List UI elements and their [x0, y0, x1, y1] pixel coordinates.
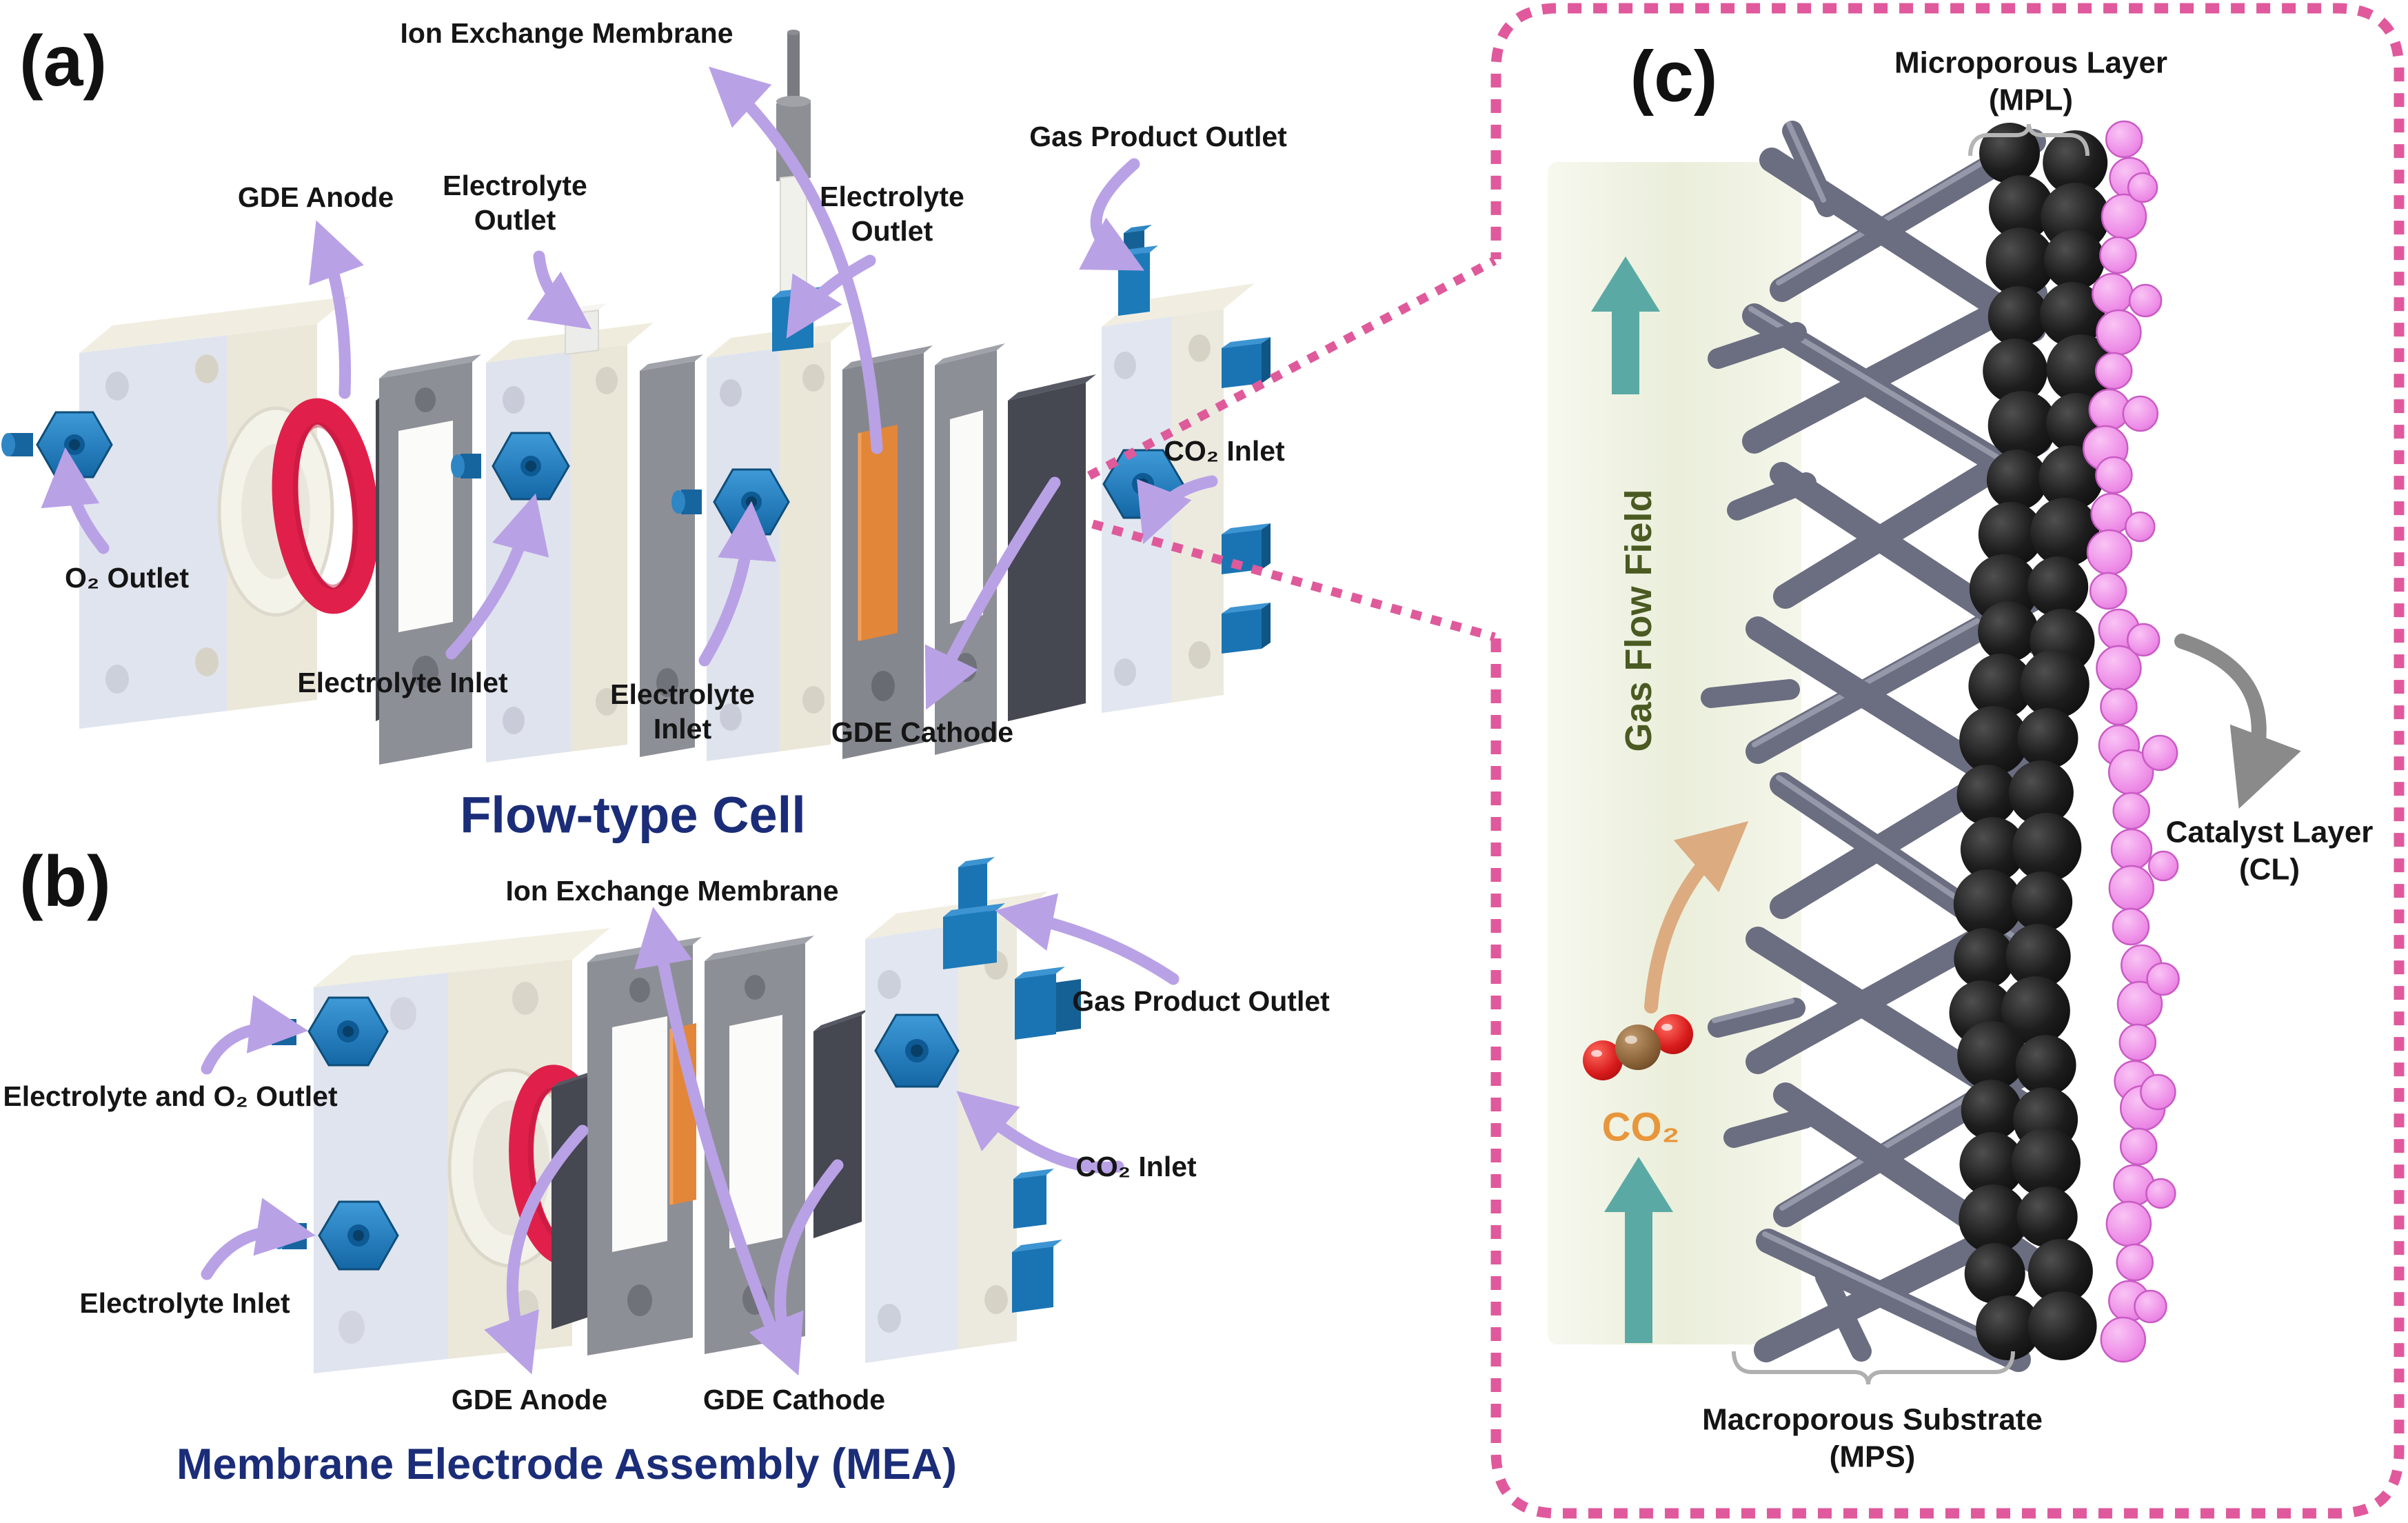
- arrow-electrolyte-o2-outlet-b: [201, 995, 309, 1075]
- arrow-o2-outlet-a: [41, 447, 110, 554]
- panel-c-dashed-border: [1490, 3, 2405, 1519]
- co2-flow-arrow: [1644, 821, 1749, 1013]
- arrow-gde-anode-a: [309, 220, 364, 399]
- gasket-1-a: [379, 354, 481, 765]
- end-plate-right-a: [1102, 225, 1271, 713]
- gde-cathode-plate-a: [1008, 374, 1096, 721]
- arrow-gde-cathode-a: [924, 476, 1061, 710]
- panel-b-tag: (b): [19, 842, 111, 922]
- arrow-gas-product-outlet-a: [1079, 158, 1145, 271]
- label-electrolyte-outlet-right-a: Electrolyte Outlet: [820, 179, 964, 248]
- gas-product-outlet-port-b: [943, 857, 1005, 969]
- label-line: Catalyst Layer: [2165, 815, 2374, 849]
- microporous-layer-spheres: [1949, 123, 2116, 1360]
- gas-flow-arrow-bottom: [1604, 1157, 1673, 1343]
- arrow-gde-cathode-b: [749, 1159, 844, 1376]
- label-gde-anode-a: GDE Anode: [237, 181, 394, 213]
- red-o-ring: [272, 398, 379, 614]
- co2-inlet-fitting-b: [874, 1013, 960, 1088]
- arrow-electrolyte-inlet-b: [201, 1198, 316, 1280]
- mps-brace: [1732, 1351, 2015, 1385]
- zoom-wedge-lines: [1086, 256, 1497, 642]
- arrow-co2-inlet-a: [1137, 475, 1218, 545]
- arrow-electrolyte-outlet-right-a: [786, 254, 876, 339]
- electrolyte-plate-1-a: [451, 303, 654, 763]
- label-gas-product-outlet-a: Gas Product Outlet: [1029, 120, 1287, 152]
- gasket-2-b: [705, 936, 814, 1354]
- label-gde-anode-b: GDE Anode: [451, 1383, 608, 1415]
- arrow-ion-membrane-b: [634, 907, 784, 1351]
- electrolyte-plate-2-a: [671, 30, 855, 761]
- label-gde-cathode-b: GDE Cathode: [702, 1383, 886, 1415]
- co2-molecule: [1583, 1014, 1693, 1080]
- label-microporous-layer: Microporous Layer (MPL): [1894, 44, 2167, 118]
- arrow-electrolyte-inlet-right-a: [698, 501, 777, 667]
- leader-arrows-b: [201, 893, 1180, 1376]
- arrow-electrolyte-inlet-left-a: [445, 493, 549, 660]
- label-macroporous-substrate: Macroporous Substrate (MPS): [1702, 1401, 2043, 1475]
- label-ion-exchange-membrane-a: Ion Exchange Membrane: [400, 17, 733, 49]
- arrow-co2-inlet-b: [956, 1091, 1124, 1173]
- o2-outlet-fitting: [1, 411, 113, 478]
- gas-flow-arrow-top: [1591, 256, 1660, 394]
- panel-a-title: Flow-type Cell: [460, 786, 806, 844]
- label-electrolyte-inlet-right-a: Electrolyte Inlet: [610, 677, 755, 746]
- label-ion-exchange-membrane-b: Ion Exchange Membrane: [505, 874, 839, 907]
- label-electrolyte-o2-outlet-b: Electrolyte and O₂ Outlet: [3, 1080, 338, 1112]
- label-line: (MPL): [1988, 83, 2074, 117]
- label-gde-cathode-a: GDE Cathode: [831, 716, 1014, 748]
- label-co2-inlet-b: CO₂ Inlet: [1075, 1150, 1197, 1182]
- label-line: Outlet: [474, 204, 556, 236]
- label-electrolyte-inlet-b: Electrolyte Inlet: [79, 1287, 290, 1319]
- gasket-1-b: [587, 937, 702, 1355]
- label-gas-flow-field: Gas Flow Field: [1618, 489, 1659, 752]
- label-line: Macroporous Substrate: [1702, 1402, 2043, 1437]
- end-plate-right-b: [865, 857, 1081, 1363]
- label-line: Inlet: [653, 713, 712, 745]
- label-catalyst-layer: Catalyst Layer (CL): [2166, 814, 2374, 887]
- arrow-ion-membrane-a: [708, 66, 883, 454]
- side-fittings-b: [1012, 967, 1081, 1313]
- label-co2-inlet-a: CO₂ Inlet: [1164, 434, 1285, 467]
- label-line: Electrolyte: [820, 180, 964, 212]
- panel-b-title: Membrane Electrode Assembly (MEA): [176, 1440, 957, 1489]
- gasket-3-a: [935, 343, 1005, 755]
- side-fittings-a: [1222, 337, 1271, 654]
- catalyst-layer-spheres: [2082, 120, 2180, 1363]
- label-electrolyte-inlet-left-a: Electrolyte Inlet: [297, 666, 508, 698]
- label-line: (CL): [2239, 852, 2300, 886]
- label-line: Microporous Layer: [1894, 46, 2168, 80]
- arrow-gas-product-outlet-b: [995, 893, 1180, 985]
- catalyst-layer-arrow: [2174, 634, 2301, 809]
- arrow-gde-anode-b: [484, 1124, 589, 1375]
- gde-cathode-plate-b: [813, 1009, 869, 1238]
- panel-a-tag: (a): [19, 21, 108, 101]
- arrow-electrolyte-outlet-left-a: [527, 250, 592, 330]
- mpl-brace: [1968, 123, 2090, 157]
- mea-assembly: [201, 857, 1180, 1376]
- label-line: Outlet: [851, 215, 933, 247]
- end-plate-left-a: [1, 296, 379, 729]
- label-line: (MPS): [1829, 1440, 1916, 1473]
- label-electrolyte-outlet-left-a: Electrolyte Outlet: [443, 168, 587, 237]
- ion-exchange-membrane-gasket-a: [842, 345, 933, 759]
- label-gas-product-outlet-b: Gas Product Outlet: [1072, 985, 1330, 1017]
- flow-cell-assembly: [1, 30, 1271, 765]
- label-o2-outlet-a: O₂ Outlet: [65, 561, 189, 594]
- gde-zoom-panel: [1548, 120, 2301, 1385]
- label-line: Electrolyte: [610, 678, 755, 710]
- label-co2-molecule: CO₂: [1601, 1105, 1680, 1150]
- panel-c-tag: (c): [1630, 37, 1718, 117]
- gasket-2-a: [640, 354, 703, 757]
- label-line: Electrolyte: [443, 169, 587, 201]
- leader-arrows-a: [41, 66, 1218, 710]
